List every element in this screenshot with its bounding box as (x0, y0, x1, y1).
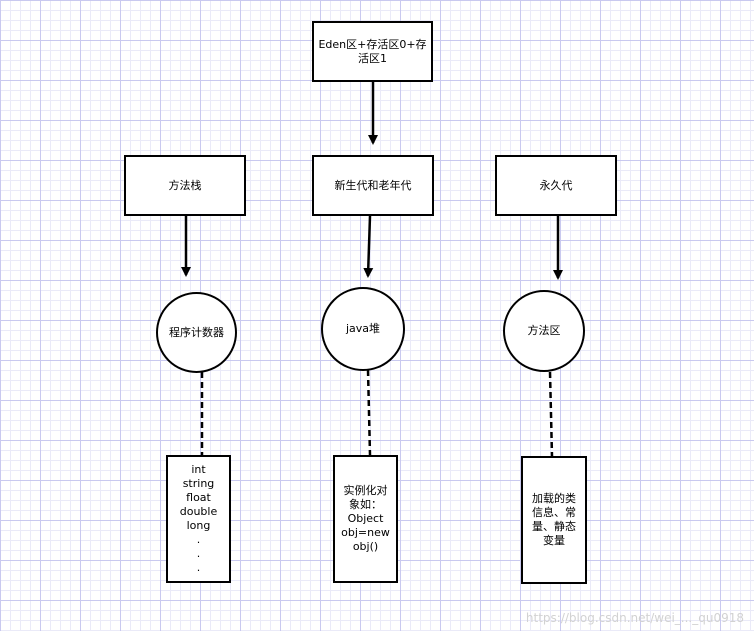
heap-object-note[interactable]: 实例化对象如： Object obj=new obj() (333, 455, 398, 583)
dashed-heap-to-note (366, 369, 372, 456)
java-heap-label: java堆 (345, 322, 381, 335)
eden-survivor-box[interactable]: Eden区+存活区0+存活区1 (312, 21, 433, 82)
heap-note-label: 实例化对象如： Object obj=new obj() (341, 484, 390, 553)
young-old-gen-box[interactable]: 新生代和老年代 (312, 155, 434, 216)
watermark: https://blog.csdn.net/wei_..._qu0918 (525, 611, 744, 625)
program-counter-circle[interactable]: 程序计数器 (156, 292, 237, 373)
dashed-area-to-note (548, 371, 554, 457)
note-line: double (179, 505, 218, 518)
eden-survivor-label: Eden区+存活区0+存活区1 (318, 37, 427, 65)
arrow-young-old-to-heap (363, 215, 374, 278)
method-stack-label: 方法栈 (168, 178, 202, 192)
method-area-label: 方法区 (527, 324, 561, 337)
permanent-gen-label: 永久代 (539, 178, 573, 192)
method-area-note[interactable]: 加载的类信息、常量、静态变量 (521, 456, 587, 584)
note-line: . (196, 547, 201, 560)
note-line: int (191, 463, 206, 476)
counter-types-note[interactable]: int string float double long . . . (166, 455, 231, 583)
note-line: . (196, 533, 201, 546)
young-old-gen-label: 新生代和老年代 (334, 178, 412, 192)
method-area-circle[interactable]: 方法区 (503, 290, 585, 372)
note-line: . (196, 561, 201, 574)
method-stack-box[interactable]: 方法栈 (124, 155, 246, 216)
java-heap-circle[interactable]: java堆 (321, 287, 405, 371)
note-line: string (182, 477, 215, 490)
area-note-label: 加载的类信息、常量、静态变量 (532, 492, 576, 547)
program-counter-label: 程序计数器 (169, 325, 224, 339)
note-line: long (186, 519, 211, 532)
note-line: float (186, 491, 211, 504)
permanent-gen-box[interactable]: 永久代 (495, 155, 617, 216)
